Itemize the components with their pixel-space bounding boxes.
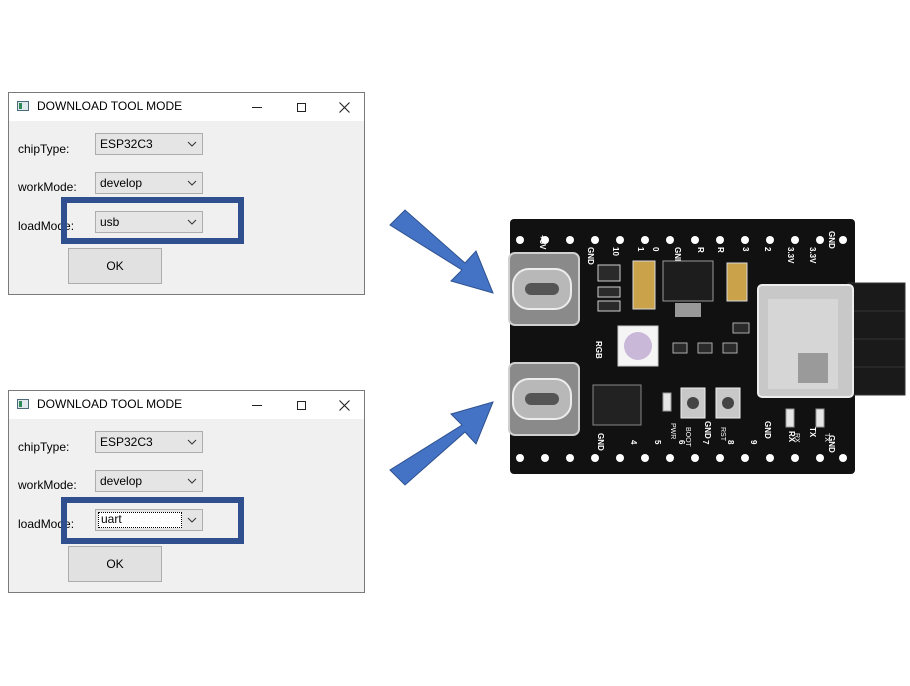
bottom-pin-label: GND [596, 433, 605, 451]
chip-type-value: ESP32C3 [100, 435, 153, 449]
bottom-pin-label: TX [808, 427, 817, 438]
top-pin-label: 1 [636, 247, 645, 252]
usb-c-port-top [508, 252, 580, 326]
titlebar: DOWNLOAD TOOL MODE [9, 391, 364, 419]
work-mode-select[interactable]: develop [95, 172, 203, 194]
load-mode-highlight-uart [61, 497, 244, 544]
ok-button[interactable]: OK [68, 546, 162, 582]
pwr-label: PWR [669, 423, 676, 439]
work-mode-label: workMode: [18, 478, 77, 492]
load-mode-value: usb [100, 215, 120, 229]
work-mode-select[interactable]: develop [95, 470, 203, 492]
tx-led-label: TX [823, 433, 830, 442]
work-mode-value: develop [100, 474, 143, 488]
boot-label: BOOT [684, 427, 691, 448]
rst-label: RST [719, 427, 726, 442]
close-icon [338, 101, 350, 113]
top-pin-label: +5V [538, 235, 547, 250]
load-mode-label: loadMode: [18, 517, 75, 531]
minimize-button[interactable] [235, 93, 279, 121]
top-pin-label: 0 [651, 247, 660, 252]
top-pin-label: GND [673, 247, 682, 265]
maximize-icon [296, 400, 306, 410]
arrow-usb-icon [389, 209, 494, 294]
load-mode-select[interactable]: usb [95, 211, 203, 233]
maximize-icon [296, 102, 306, 112]
chip-type-value: ESP32C3 [100, 137, 153, 151]
bottom-pin-label: GND [703, 421, 712, 439]
rst-button [715, 387, 741, 419]
chevron-down-icon [187, 180, 197, 186]
window-title: DOWNLOAD TOOL MODE [37, 397, 183, 411]
rgb-label: RGB [594, 341, 603, 359]
usb-c-port-bottom [508, 362, 580, 436]
bottom-pin-label: 8 [726, 440, 735, 445]
arrow-uart-icon [389, 401, 494, 486]
app-icon [17, 101, 29, 111]
minimize-button[interactable] [235, 391, 279, 419]
bottom-pin-holes [516, 454, 847, 462]
top-pin-label: 10 [611, 247, 620, 256]
bottom-pin-label: GND [763, 421, 772, 439]
download-tool-dialog-uart: DOWNLOAD TOOL MODE chipType: ESP32C3 wor… [8, 390, 365, 593]
chip-type-select[interactable]: ESP32C3 [95, 133, 203, 155]
load-mode-select[interactable]: uart [95, 509, 203, 531]
close-icon [338, 399, 350, 411]
bottom-pin-label: 6 [677, 440, 686, 445]
titlebar: DOWNLOAD TOOL MODE [9, 93, 364, 121]
bottom-pin-label: 7 [701, 440, 710, 445]
maximize-button[interactable] [279, 391, 323, 419]
chevron-down-icon [187, 141, 197, 147]
chip-type-select[interactable]: ESP32C3 [95, 431, 203, 453]
download-tool-dialog-usb: DOWNLOAD TOOL MODE chipType: ESP32C3 wor… [8, 92, 365, 295]
app-icon [17, 399, 29, 409]
maximize-button[interactable] [279, 93, 323, 121]
chip-type-label: chipType: [18, 440, 70, 454]
top-pin-label: GND [586, 247, 595, 265]
minimize-icon [252, 106, 262, 108]
chevron-down-icon [187, 478, 197, 484]
top-pin-holes [516, 236, 847, 244]
top-pin-label: 3 [741, 247, 750, 252]
top-pin-label: GND [827, 231, 836, 249]
load-mode-highlight-usb [61, 197, 244, 244]
esp32c3-module [757, 284, 854, 398]
bottom-pin-label: 5 [653, 440, 662, 445]
load-mode-value: uart [98, 512, 182, 528]
bottom-pin-label: GND [827, 435, 836, 453]
bottom-pin-label: 9 [749, 440, 758, 445]
work-mode-label: workMode: [18, 180, 77, 194]
top-pin-label: 2 [763, 247, 772, 252]
rgb-led [617, 325, 659, 367]
window-title: DOWNLOAD TOOL MODE [37, 99, 183, 113]
bottom-pin-label: 4 [629, 440, 638, 445]
chip-type-label: chipType: [18, 142, 70, 156]
top-pin-label: R [716, 247, 725, 253]
close-button[interactable] [322, 391, 366, 419]
top-pin-label: R [696, 247, 705, 253]
rx-led-label: RX [793, 433, 800, 443]
load-mode-label: loadMode: [18, 219, 75, 233]
chevron-down-icon [187, 439, 197, 445]
top-pin-label: 3.3V [808, 247, 817, 264]
chevron-down-icon [187, 517, 197, 523]
boot-button [680, 387, 706, 419]
chevron-down-icon [187, 219, 197, 225]
work-mode-value: develop [100, 176, 143, 190]
top-pin-label: 3.3V [786, 247, 795, 264]
esp32c3-board: +5V GND 10 1 0 GND R R 3 2 3.3V 3.3V GND… [508, 219, 906, 474]
bottom-pin-label: RX [787, 431, 796, 443]
ok-button[interactable]: OK [68, 248, 162, 284]
close-button[interactable] [322, 93, 366, 121]
minimize-icon [252, 404, 262, 406]
